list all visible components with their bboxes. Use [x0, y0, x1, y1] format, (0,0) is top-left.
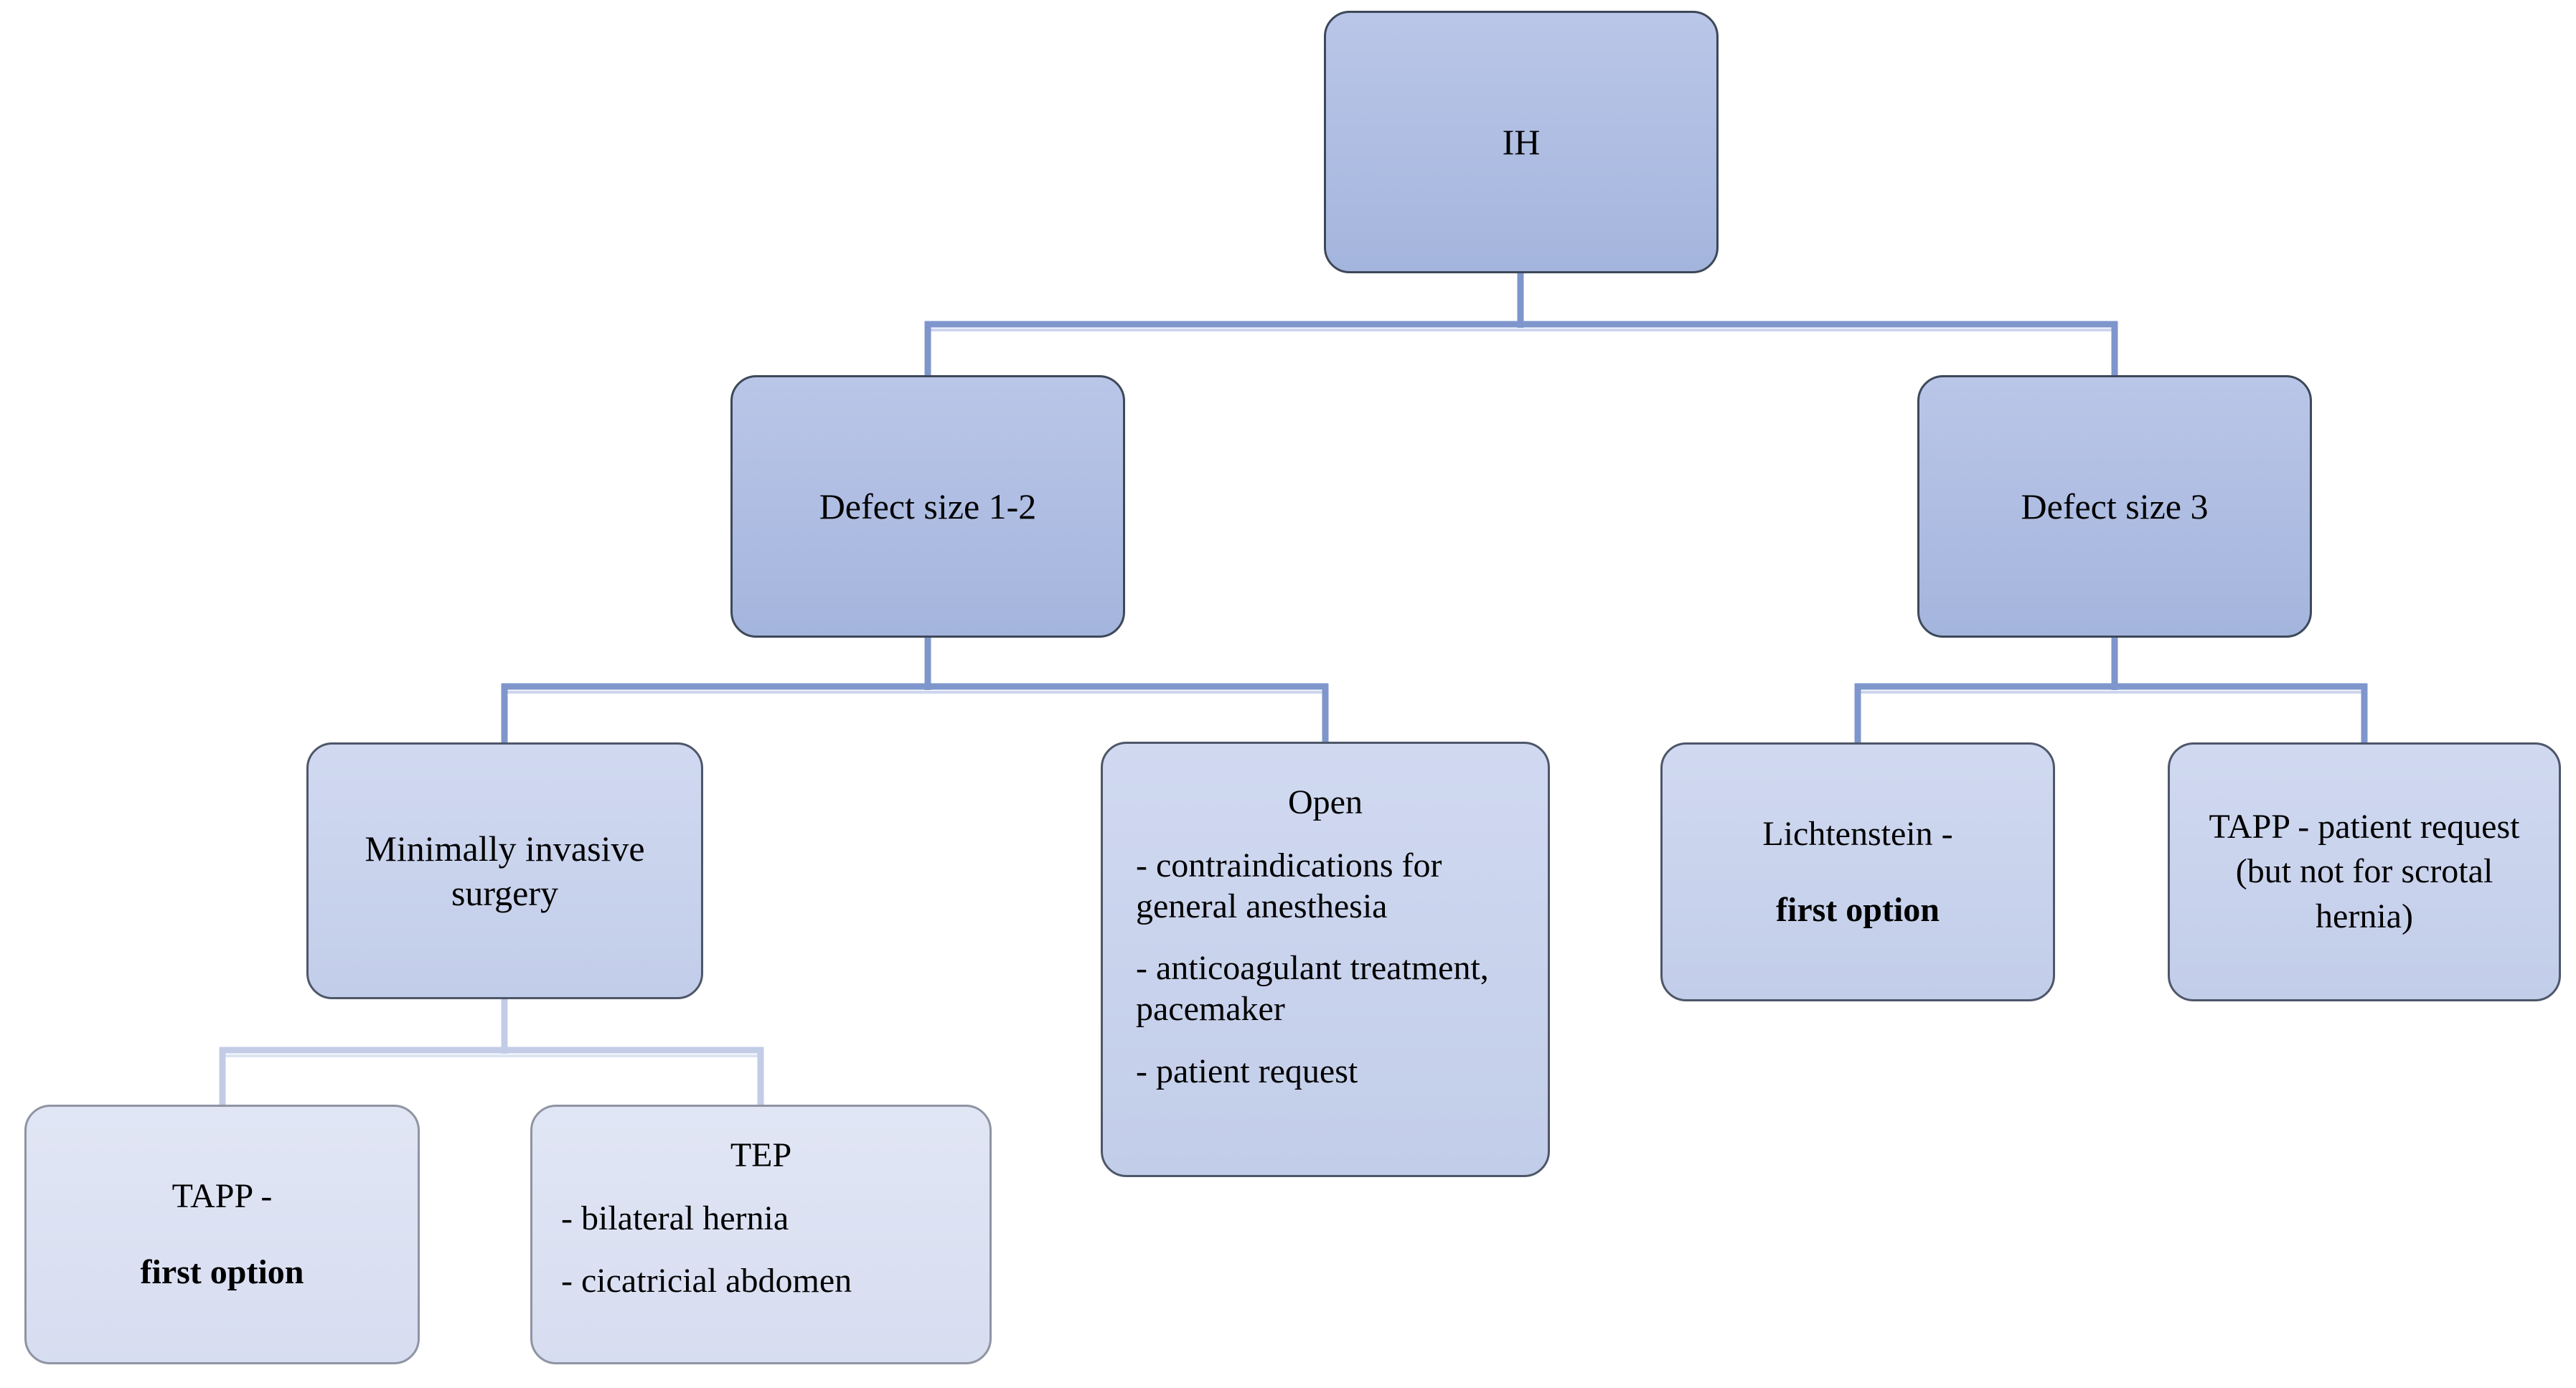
node-lichtenstein-line2: first option [1776, 890, 1940, 929]
node-ih: IH [1324, 11, 1719, 273]
node-defect-size-3: Defect size 3 [1917, 375, 2312, 638]
node-open-bullet-3: - patient request [1136, 1052, 1358, 1090]
node-open-title: Open [1288, 783, 1363, 821]
node-open-bullet-1: - contraindications for general anesthes… [1136, 846, 1442, 925]
node-minimally-invasive-surgery: Minimally invasive surgery [306, 742, 703, 999]
node-open-bullet-2: - anticoagulant treatment, pacemaker [1136, 949, 1489, 1028]
node-tep-title: TEP [730, 1136, 792, 1174]
node-lichtenstein: Lichtenstein - first option [1660, 742, 2055, 1001]
node-tapp-first-option-line2: first option [140, 1253, 304, 1291]
node-ih-label: IH [1502, 121, 1541, 162]
node-minimally-invasive-surgery-label: Minimally invasive surgery [365, 828, 645, 914]
node-tapp-first-option-line1: TAPP - [171, 1177, 273, 1215]
node-defect-size-1-2: Defect size 1-2 [730, 375, 1125, 638]
node-defect-size-3-label: Defect size 3 [2021, 486, 2209, 527]
node-open: Open - contraindications for general ane… [1101, 742, 1550, 1177]
node-tep-bullet-2: - cicatricial abdomen [561, 1261, 852, 1300]
node-tapp-patient-request-label: TAPP - patient request (but not for scro… [2209, 807, 2520, 935]
node-tep-bullet-1: - bilateral hernia [561, 1199, 789, 1237]
node-lichtenstein-line1: Lichtenstein - [1762, 814, 1953, 853]
node-tapp-patient-request: TAPP - patient request (but not for scro… [2168, 742, 2561, 1001]
node-tep: TEP - bilateral hernia - cicatricial abd… [530, 1105, 992, 1364]
node-defect-size-1-2-label: Defect size 1-2 [819, 486, 1037, 527]
node-tapp-first-option: TAPP - first option [24, 1105, 420, 1364]
